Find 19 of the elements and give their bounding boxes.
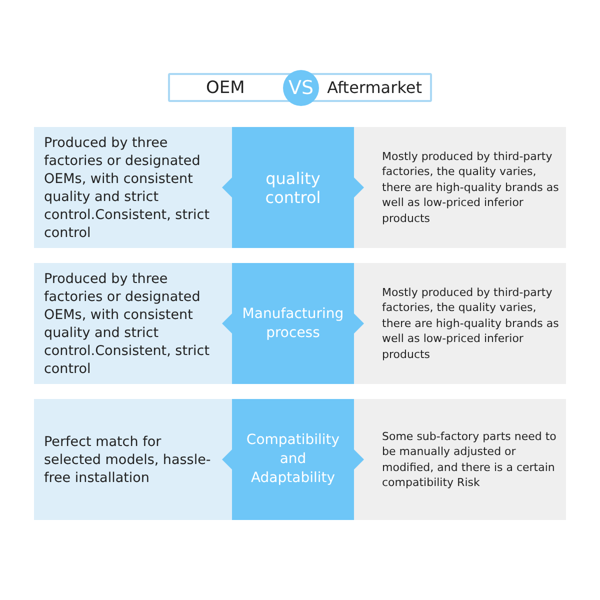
description-text: Mostly produced by third-party factories, the quality varies, there are high-quality brands as well as low-priced inferior products (382, 148, 560, 226)
description-text: Some sub-factory parts need to be manually adjusted or modified, and there is a certain compatibility Risk (382, 428, 558, 490)
column-heading: OEM (206, 78, 245, 98)
header-box (168, 73, 432, 102)
comparison-panel (364, 263, 566, 384)
comparison-panel (364, 127, 566, 248)
description-text: Mostly produced by third-party factories, the quality varies, there are high-quality brands as well as low-priced inferior products (382, 284, 560, 362)
comparison-panel (34, 127, 222, 248)
description-text: Perfect match for selected models, hassle-free installation (44, 432, 212, 486)
category-label: Manufacturing process (241, 304, 345, 342)
column-heading: Aftermarket (327, 78, 422, 97)
vs-badge: VS (283, 70, 319, 106)
category-label: quality control (264, 168, 322, 206)
category-label: Compatibility and Adaptability (245, 431, 341, 488)
description-text: Produced by three factories or designated OEMs, with consistent quality and strict control.Consistent, strict control (44, 270, 211, 378)
comparison-panel (34, 399, 222, 520)
comparison-panel (364, 399, 566, 520)
comparison-panel (34, 263, 222, 384)
description-text: Produced by three factories or designated OEMs, with consistent quality and strict control.Consistent, strict control (44, 134, 211, 242)
